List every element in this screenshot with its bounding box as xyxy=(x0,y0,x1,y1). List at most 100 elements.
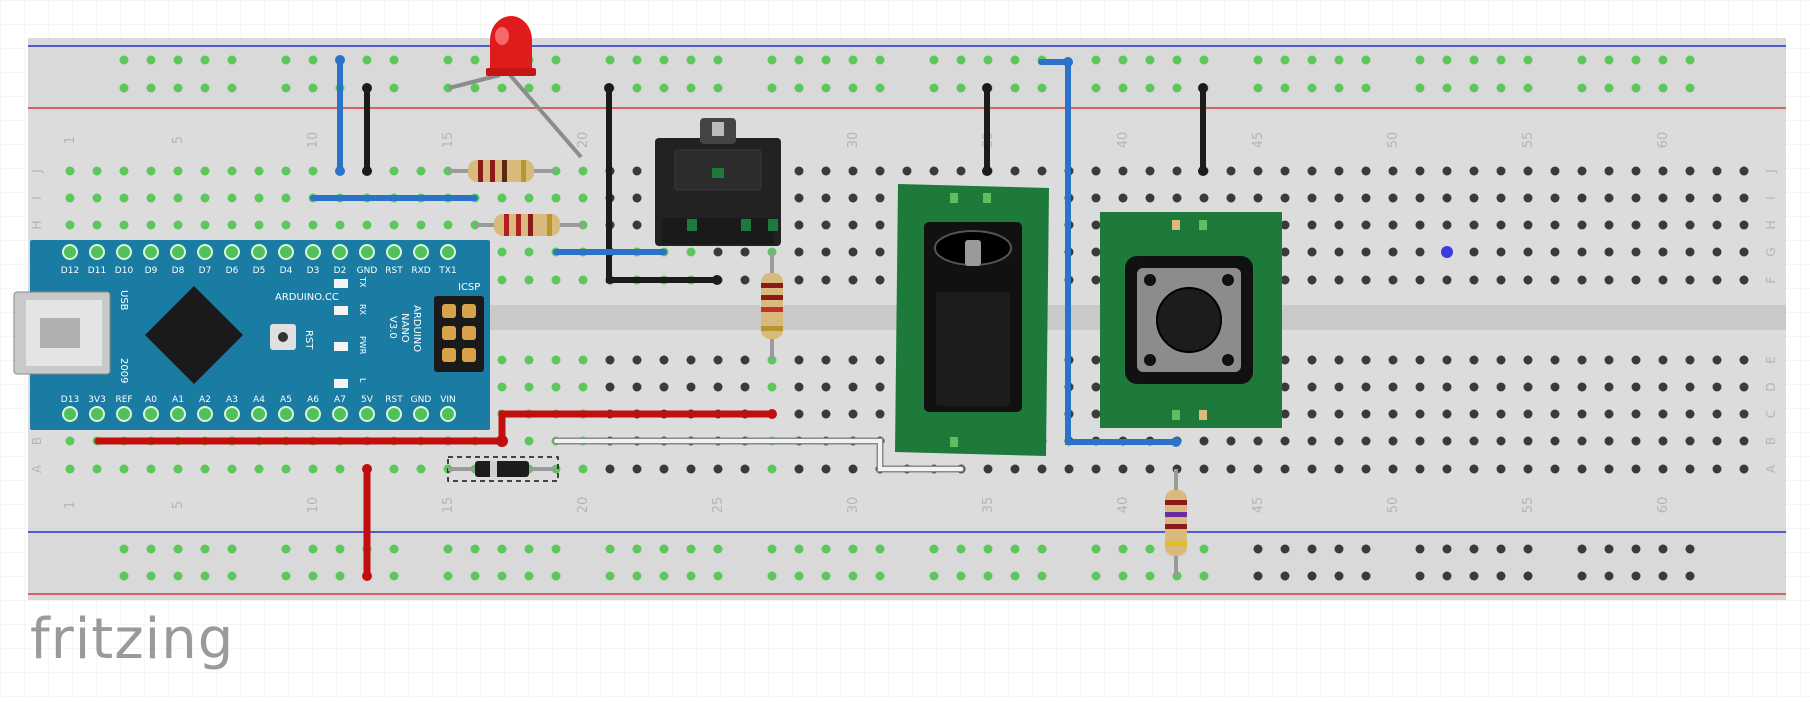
power-rail-hole[interactable] xyxy=(200,55,210,65)
breadboard-hole[interactable] xyxy=(497,247,507,257)
breadboard-hole[interactable] xyxy=(65,193,75,203)
power-rail-hole[interactable] xyxy=(551,571,561,581)
power-rail-hole[interactable] xyxy=(524,571,534,581)
power-rail-hole[interactable] xyxy=(1334,544,1344,554)
breadboard-hole[interactable] xyxy=(1334,355,1344,365)
breadboard-hole[interactable] xyxy=(497,382,507,392)
breadboard-hole[interactable] xyxy=(1280,464,1290,474)
breadboard-hole[interactable] xyxy=(1739,382,1749,392)
power-rail-hole[interactable] xyxy=(848,544,858,554)
power-rail-hole[interactable] xyxy=(1496,571,1506,581)
breadboard-hole[interactable] xyxy=(227,193,237,203)
breadboard-hole[interactable] xyxy=(1685,409,1695,419)
power-rail-hole[interactable] xyxy=(1604,83,1614,93)
breadboard-hole[interactable] xyxy=(497,355,507,365)
power-rail-hole[interactable] xyxy=(524,83,534,93)
breadboard-hole[interactable] xyxy=(794,193,804,203)
dc-barrel-jack[interactable] xyxy=(895,184,1049,456)
breadboard-hole[interactable] xyxy=(1631,436,1641,446)
breadboard-hole[interactable] xyxy=(389,464,399,474)
arduino-pin-d3[interactable] xyxy=(305,244,321,260)
power-rail-hole[interactable] xyxy=(1280,571,1290,581)
breadboard-hole[interactable] xyxy=(1658,275,1668,285)
power-rail-hole[interactable] xyxy=(497,571,507,581)
breadboard-hole[interactable] xyxy=(1361,382,1371,392)
power-rail-hole[interactable] xyxy=(281,55,291,65)
breadboard-hole[interactable] xyxy=(1496,166,1506,176)
power-rail-hole[interactable] xyxy=(1253,83,1263,93)
power-rail-hole[interactable] xyxy=(605,571,615,581)
breadboard-hole[interactable] xyxy=(659,382,669,392)
breadboard-hole[interactable] xyxy=(659,355,669,365)
power-rail-hole[interactable] xyxy=(686,83,696,93)
power-rail-hole[interactable] xyxy=(767,55,777,65)
breadboard-hole[interactable] xyxy=(1145,193,1155,203)
power-rail-hole[interactable] xyxy=(308,55,318,65)
power-rail-hole[interactable] xyxy=(686,55,696,65)
power-rail-hole[interactable] xyxy=(983,544,993,554)
arduino-pin-d7[interactable] xyxy=(197,244,213,260)
breadboard-hole[interactable] xyxy=(1226,464,1236,474)
power-rail-hole[interactable] xyxy=(389,544,399,554)
breadboard-hole[interactable] xyxy=(200,193,210,203)
breadboard-hole[interactable] xyxy=(632,355,642,365)
power-rail-hole[interactable] xyxy=(1037,571,1047,581)
breadboard-hole[interactable] xyxy=(1577,166,1587,176)
breadboard-hole[interactable] xyxy=(1145,166,1155,176)
breadboard-hole[interactable] xyxy=(281,220,291,230)
breadboard-hole[interactable] xyxy=(200,220,210,230)
breadboard-hole[interactable] xyxy=(686,247,696,257)
power-rail-hole[interactable] xyxy=(632,83,642,93)
power-rail-hole[interactable] xyxy=(1469,544,1479,554)
breadboard-hole[interactable] xyxy=(1442,464,1452,474)
breadboard-hole[interactable] xyxy=(173,193,183,203)
breadboard-hole[interactable] xyxy=(1469,220,1479,230)
power-rail-hole[interactable] xyxy=(1145,571,1155,581)
power-rail-hole[interactable] xyxy=(875,83,885,93)
power-rail-hole[interactable] xyxy=(1280,55,1290,65)
breadboard-hole[interactable] xyxy=(821,193,831,203)
breadboard-hole[interactable] xyxy=(1712,166,1722,176)
power-rail-hole[interactable] xyxy=(1118,571,1128,581)
power-rail-hole[interactable] xyxy=(1631,571,1641,581)
breadboard-hole[interactable] xyxy=(92,166,102,176)
breadboard-hole[interactable] xyxy=(794,355,804,365)
breadboard-hole[interactable] xyxy=(1361,436,1371,446)
power-rail-hole[interactable] xyxy=(713,544,723,554)
breadboard-hole[interactable] xyxy=(794,382,804,392)
power-rail-hole[interactable] xyxy=(632,544,642,554)
breadboard-hole[interactable] xyxy=(1388,436,1398,446)
breadboard-hole[interactable] xyxy=(1631,464,1641,474)
arduino-pin-vin[interactable] xyxy=(440,406,456,422)
breadboard-hole[interactable] xyxy=(92,220,102,230)
breadboard-hole[interactable] xyxy=(146,464,156,474)
power-rail-hole[interactable] xyxy=(983,55,993,65)
power-rail-hole[interactable] xyxy=(1199,544,1209,554)
breadboard-hole[interactable] xyxy=(1415,409,1425,419)
power-rail-hole[interactable] xyxy=(1442,544,1452,554)
breadboard-hole[interactable] xyxy=(1388,409,1398,419)
breadboard-hole[interactable] xyxy=(1685,247,1695,257)
power-rail-hole[interactable] xyxy=(1118,544,1128,554)
breadboard-hole[interactable] xyxy=(821,464,831,474)
power-rail-hole[interactable] xyxy=(1010,55,1020,65)
arduino-pin-a2[interactable] xyxy=(197,406,213,422)
breadboard-hole[interactable] xyxy=(1604,220,1614,230)
power-rail-hole[interactable] xyxy=(659,83,669,93)
breadboard-hole[interactable] xyxy=(1577,275,1587,285)
breadboard-hole[interactable] xyxy=(1604,247,1614,257)
breadboard-hole[interactable] xyxy=(1280,247,1290,257)
breadboard-hole[interactable] xyxy=(65,166,75,176)
power-rail-hole[interactable] xyxy=(119,83,129,93)
breadboard-hole[interactable] xyxy=(1199,464,1209,474)
breadboard-hole[interactable] xyxy=(308,464,318,474)
breadboard-hole[interactable] xyxy=(1550,436,1560,446)
breadboard-hole[interactable] xyxy=(794,166,804,176)
power-rail-hole[interactable] xyxy=(1469,55,1479,65)
breadboard-hole[interactable] xyxy=(1334,409,1344,419)
resistor-3[interactable] xyxy=(761,252,783,360)
breadboard-hole[interactable] xyxy=(1415,220,1425,230)
breadboard-hole[interactable] xyxy=(1442,409,1452,419)
breadboard-hole[interactable] xyxy=(254,166,264,176)
power-rail-hole[interactable] xyxy=(443,571,453,581)
